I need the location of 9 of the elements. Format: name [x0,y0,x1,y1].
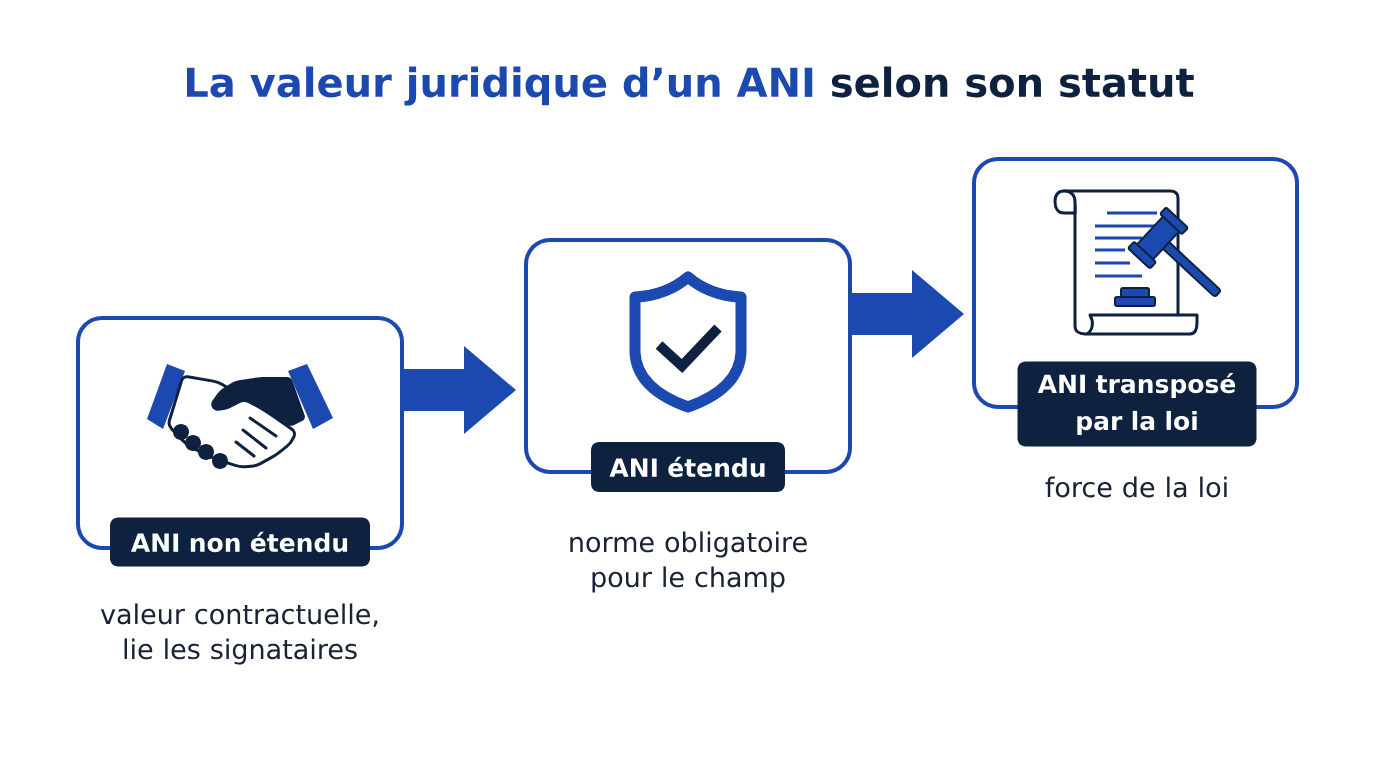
title: La valeur juridique d’un ANI selon son statut [187,66,1194,106]
block-arrow [404,346,516,434]
label-tag: ANI transposé par la loi [1017,361,1257,447]
node-label: norme obligatoire pour le champ [570,531,807,593]
label-tag: ANI étendu [591,442,785,492]
node-label: force de la loi [1045,476,1227,498]
node-label: valeur contractuelle, lie les signataires [100,603,378,665]
block-arrow [852,270,964,358]
label-tag: ANI non étendu [110,517,370,567]
